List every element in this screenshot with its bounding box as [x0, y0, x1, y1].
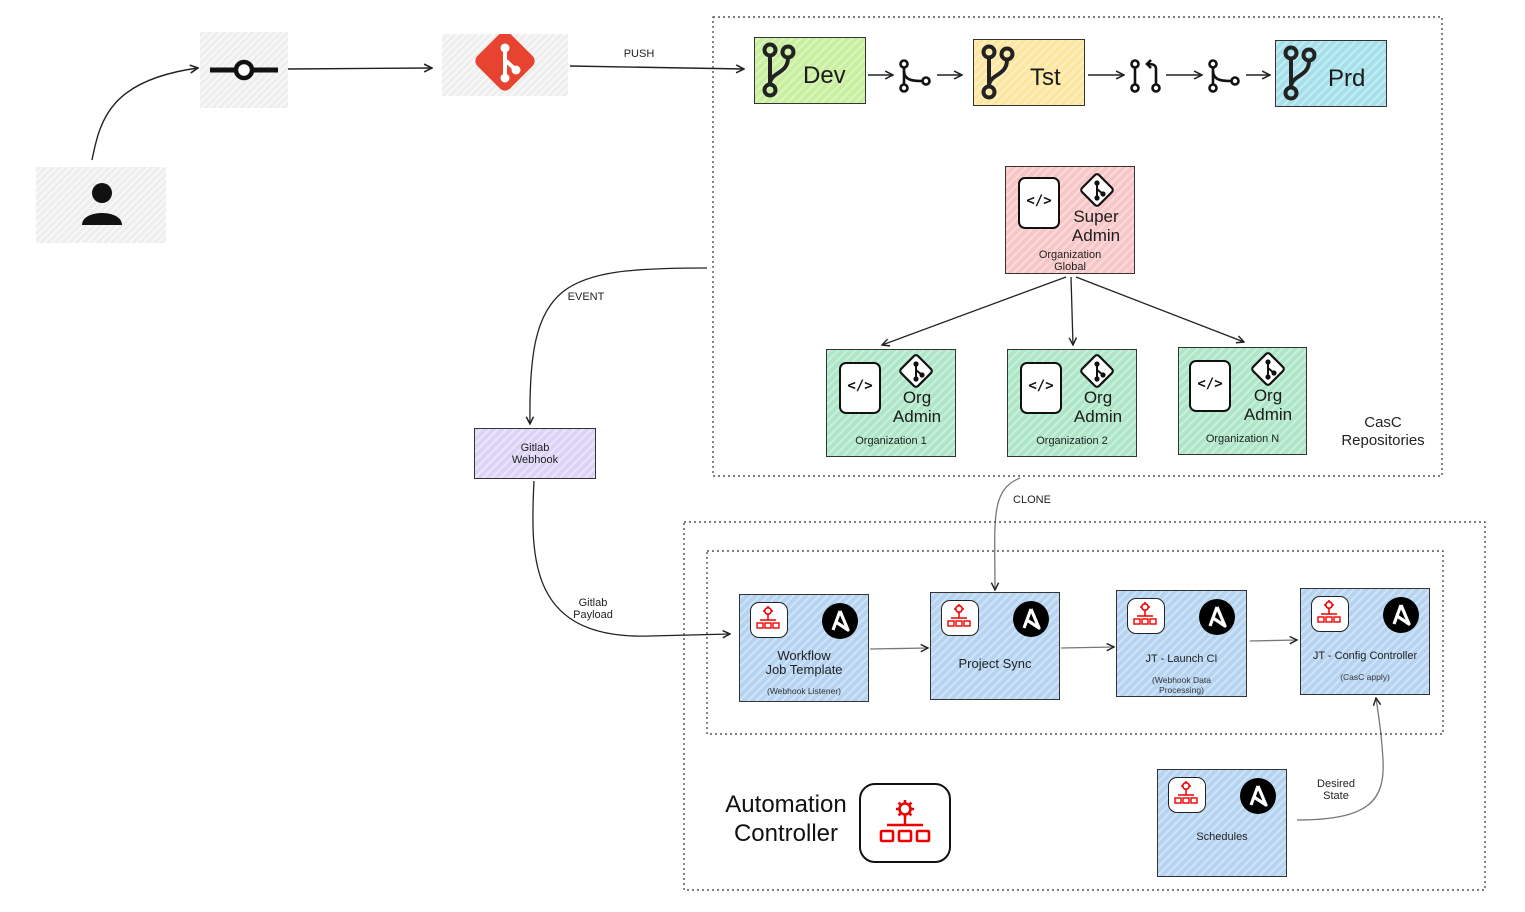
project-sync-title: Project Sync	[958, 656, 1032, 671]
edge-user-commit	[91, 68, 198, 161]
edge-payload	[532, 480, 730, 636]
edge-commit-git	[287, 68, 432, 69]
gitlab-webhook-label: Gitlab Webhook	[511, 442, 559, 466]
gitlab-webhook-node: Gitlab Webhook	[474, 428, 596, 479]
controller-icon	[859, 783, 951, 863]
merge-icon	[1208, 59, 1240, 93]
schedules-title: Schedules	[1196, 831, 1248, 843]
user-node	[36, 167, 166, 243]
ansible-icon	[1240, 778, 1276, 814]
dev-label: Dev	[803, 62, 846, 89]
branch-icon	[1283, 45, 1317, 101]
git-logo-icon	[475, 34, 535, 91]
code-file-icon: </>	[1020, 362, 1062, 414]
super-admin-repo: </> Super Admin Organization Global	[1005, 166, 1135, 274]
org-repo-2: </> Org Admin Organization 2	[1007, 349, 1137, 457]
org-repo-1: </> Org Admin Organization 1	[826, 349, 956, 457]
schedules-node: Schedules	[1157, 769, 1287, 877]
edge-event	[530, 267, 708, 424]
org-name: Organization 2	[1036, 435, 1108, 447]
controller-icon	[941, 600, 979, 636]
git-repo-node	[442, 34, 568, 96]
org-admin-title: Org Admin	[1243, 386, 1293, 424]
git-badge-icon	[899, 354, 933, 388]
edge-super-org2	[1071, 276, 1073, 345]
org-repo-n: </> Org Admin Organization N	[1178, 347, 1307, 455]
automation-controller-label: Automation Controller	[725, 791, 847, 847]
code-file-icon: </>	[839, 362, 881, 414]
edge-sync-launch	[1060, 647, 1114, 648]
controller-icon	[1168, 777, 1206, 813]
user-icon	[82, 183, 122, 225]
code-file-icon: </>	[1189, 360, 1231, 412]
push-label: PUSH	[623, 48, 655, 60]
casc-repositories-label: CasC Repositories	[1341, 414, 1425, 449]
git-badge-icon	[1251, 352, 1285, 386]
config-controller-subtitle: (CasC apply)	[1340, 672, 1390, 682]
controller-icon	[1127, 598, 1165, 634]
tst-label: Tst	[1030, 64, 1061, 91]
edge-push	[569, 66, 744, 69]
casc-repositories-container	[712, 16, 1443, 477]
payload-label: Gitlab Payload	[573, 597, 613, 621]
ansible-icon	[1383, 597, 1419, 633]
branch-icon	[762, 42, 796, 98]
super-admin-title: Super Admin	[1071, 207, 1121, 245]
commit-icon	[210, 59, 278, 81]
clone-label: CLONE	[1013, 494, 1051, 506]
prd-label: Prd	[1328, 65, 1366, 92]
controller-icon	[750, 602, 788, 638]
edge-desired-state	[1296, 698, 1384, 821]
super-admin-org: Organization Global	[1038, 249, 1102, 273]
launch-ci-title: JT - Launch CI	[1145, 653, 1218, 665]
workflow-job-template-node: Workflow Job Template (Webhook Listener)	[739, 594, 869, 702]
controller-icon	[1311, 596, 1349, 632]
edge-clone	[995, 477, 1021, 590]
git-badge-icon	[1080, 354, 1114, 388]
launch-ci-subtitle: (Webhook Data Processing)	[1152, 675, 1211, 695]
edge-super-orgN	[1075, 276, 1244, 342]
project-sync-node: Project Sync	[930, 592, 1060, 700]
edge-launch-config	[1249, 640, 1297, 641]
edge-workflow-sync	[869, 648, 928, 649]
desired-state-label: Desired State	[1317, 778, 1355, 802]
dev-branch-node: Dev	[754, 37, 866, 104]
automation-inner-container	[706, 550, 1444, 735]
config-controller-title: JT - Config Controller	[1312, 650, 1418, 662]
code-file-icon: </>	[1018, 177, 1060, 229]
workflow-title: Workflow Job Template	[765, 648, 843, 677]
branch-icon	[981, 44, 1015, 100]
ansible-icon	[1013, 601, 1049, 637]
config-controller-node: JT - Config Controller (CasC apply)	[1300, 588, 1430, 695]
branch-icon	[899, 59, 931, 93]
org-name: Organization 1	[855, 435, 927, 447]
org-name: Organization N	[1205, 433, 1280, 445]
workflow-subtitle: (Webhook Listener)	[766, 686, 842, 696]
ansible-icon	[822, 603, 858, 639]
tst-branch-node: Tst	[973, 39, 1085, 106]
pull-request-icon	[1130, 59, 1161, 93]
launch-ci-node: JT - Launch CI (Webhook Data Processing)	[1116, 590, 1247, 697]
automation-outer-container	[683, 521, 1486, 891]
ansible-icon	[1199, 599, 1235, 635]
edge-super-org1	[882, 276, 1067, 345]
prd-branch-node: Prd	[1275, 40, 1387, 107]
org-admin-title: Org Admin	[1073, 388, 1123, 426]
org-admin-title: Org Admin	[892, 388, 942, 426]
git-badge-icon	[1080, 173, 1114, 207]
commit-node	[200, 32, 288, 108]
event-label: EVENT	[567, 291, 605, 303]
